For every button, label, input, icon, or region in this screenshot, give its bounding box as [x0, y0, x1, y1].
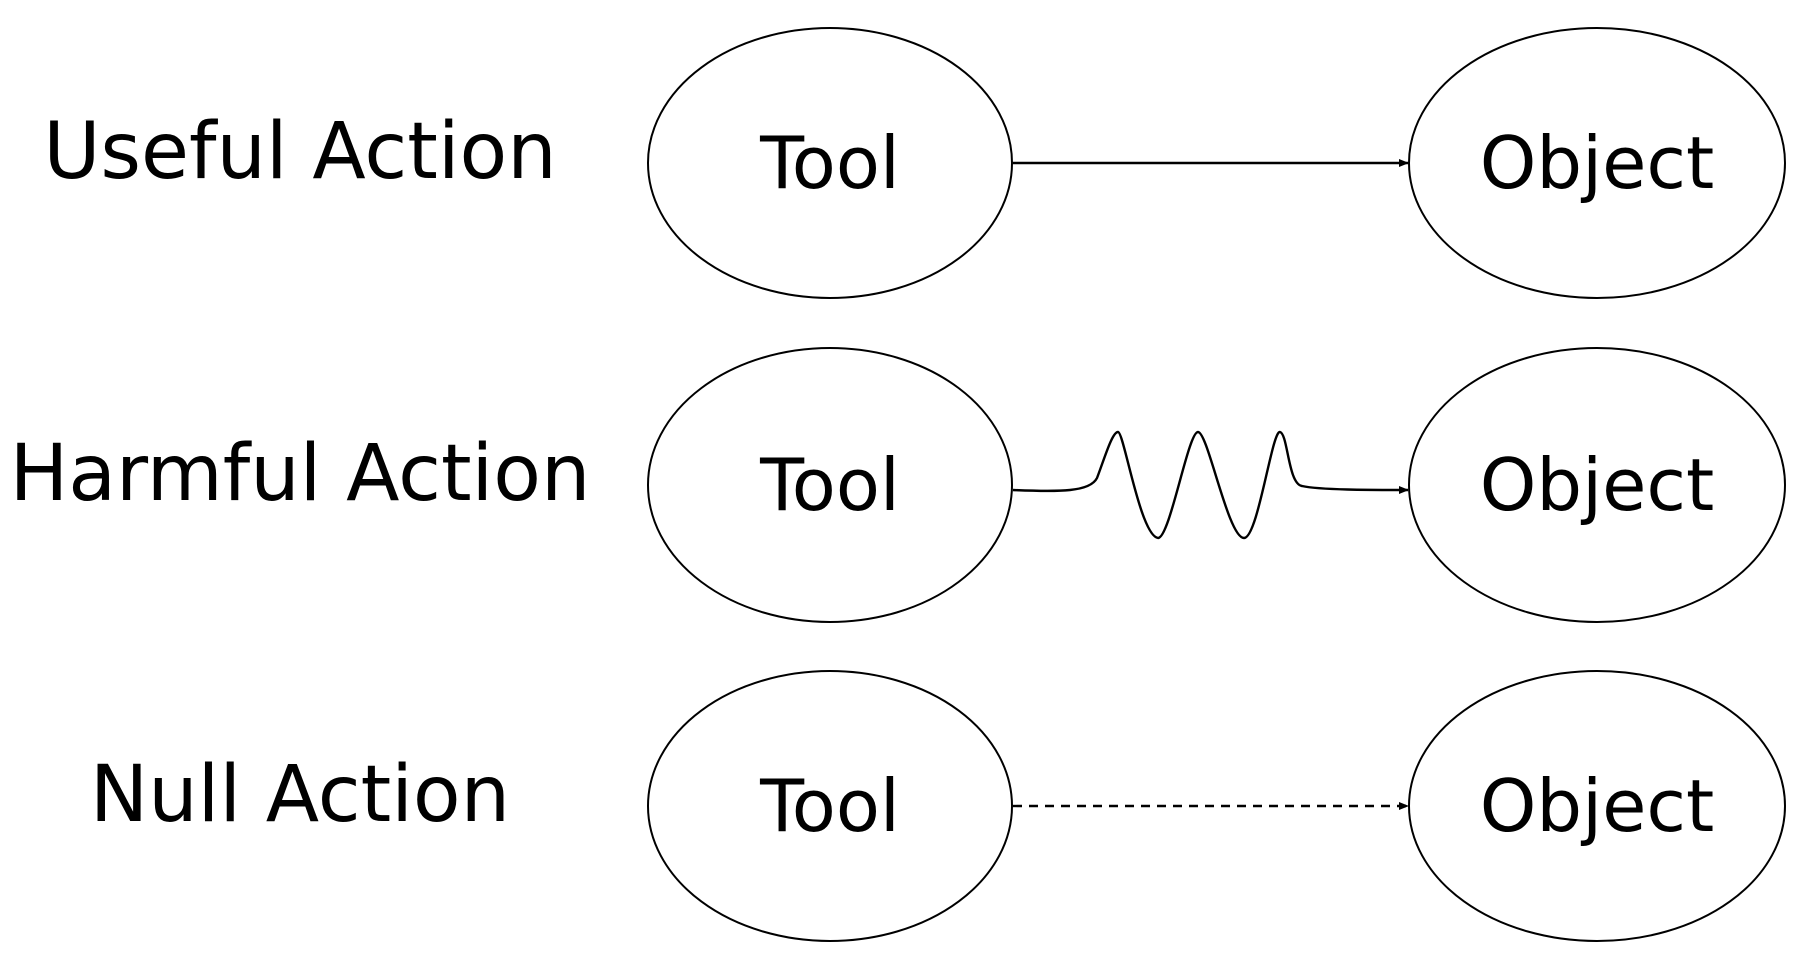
object-node-label: Object	[1480, 121, 1715, 205]
harmful-action-wavy-arrow	[1012, 430, 1409, 540]
object-node-label: Object	[1480, 443, 1715, 527]
tool-node	[647, 27, 1013, 299]
tool-node-label: Tool	[759, 764, 900, 848]
object-node	[1408, 27, 1786, 299]
tool-node	[647, 670, 1013, 942]
row-label-useful-action: Useful Action	[43, 107, 556, 197]
row-useful-action: Useful Action Tool Object	[43, 27, 1786, 299]
row-label-harmful-action: Harmful Action	[10, 429, 591, 519]
row-null-action: Null Action Tool Object	[90, 670, 1786, 942]
object-node	[1408, 670, 1786, 942]
object-node-label: Object	[1480, 764, 1715, 848]
tool-node	[647, 347, 1013, 623]
row-harmful-action: Harmful Action Tool Object	[10, 347, 1786, 623]
tool-node-label: Tool	[759, 443, 900, 527]
tool-node-label: Tool	[759, 121, 900, 205]
row-label-null-action: Null Action	[90, 750, 510, 840]
object-node	[1408, 347, 1786, 623]
